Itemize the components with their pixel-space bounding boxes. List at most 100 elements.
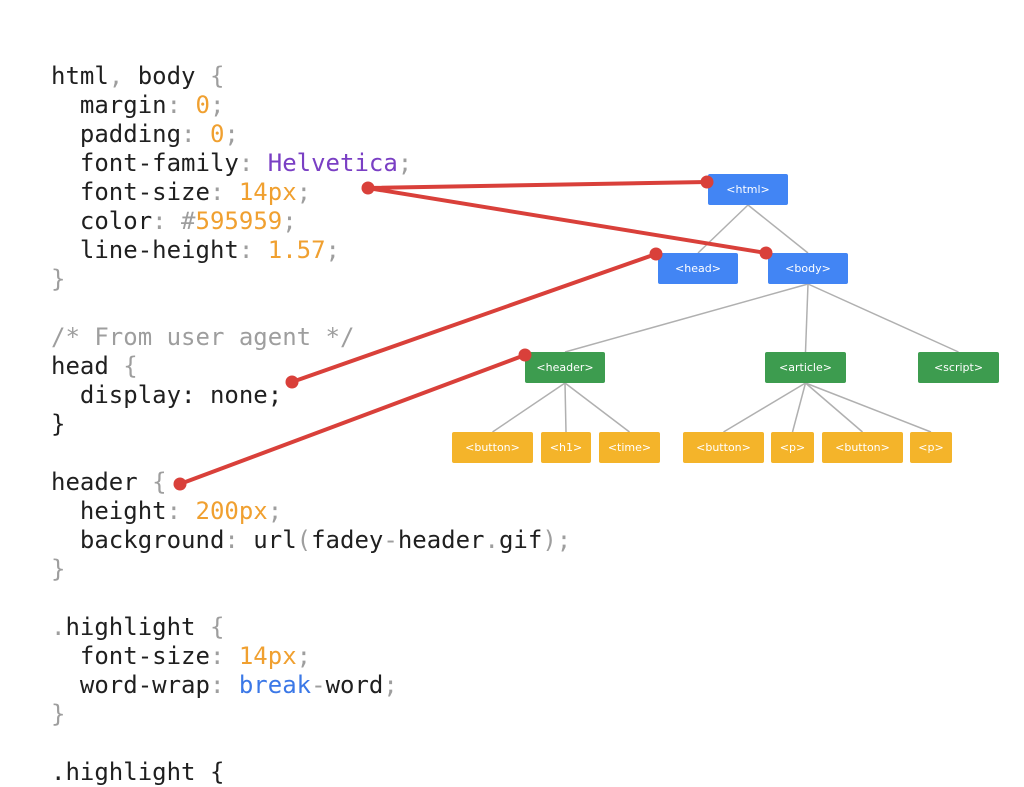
tree-node-box [683,432,764,463]
tree-edge-article-button2 [723,382,806,433]
code-token: break [238,671,312,699]
tree-node-box [765,352,846,383]
code-token: ; [267,497,283,525]
code-line: font-family: Helvetica; [51,149,571,178]
code-token: ; [325,236,340,264]
tree-node-header: <header> [525,352,605,383]
tree-edge-body-header [564,283,809,353]
code-token: { [137,468,167,496]
tree-node-head: <head> [658,253,738,284]
code-token: Helvetica [267,149,398,177]
code-token: : [209,671,239,699]
code-line: font-size: 14px; [51,178,571,207]
code-token: word [325,671,384,699]
code-token: 0 [195,91,210,119]
code-token: ; [209,91,225,119]
selector-link-html [366,180,709,190]
code-token: fadey [311,526,384,554]
code-token: { [108,352,138,380]
code-token: : # [152,207,196,235]
selector-links [173,175,773,491]
code-token: } [51,700,66,728]
code-token: { [195,62,225,90]
code-line: /* From user agent */ [51,323,571,352]
code-token: 14px [238,178,297,206]
code-token: ( [296,526,312,554]
tree-node-button1: <button> [452,432,533,463]
code-token: font-size [51,178,210,206]
code-token: word-wrap [51,671,210,699]
tree-edge-article-button3 [805,382,863,433]
tree-node-button3: <button> [822,432,903,463]
tree-edge-article-p2 [805,382,932,433]
tree-edge-article-p1 [791,382,807,433]
code-token: body [137,62,196,90]
code-token: 0 [209,120,225,148]
code-token: margin [51,91,167,119]
code-token: ; [224,120,239,148]
tree-node-box [768,253,848,284]
tree-node-html: <html> [708,174,788,205]
tree-node-box [541,432,591,463]
code-token: : [238,149,268,177]
code-token: 200px [195,497,268,525]
tree-node-box [708,174,788,205]
code-line: margin: 0; [51,91,571,120]
tree-node-box [452,432,533,463]
tree-node-label: <html> [726,183,770,196]
link-target-dot [700,175,714,189]
code-line: background: url(fadey-header.gif); [51,526,571,555]
code-token: ; [296,642,312,670]
code-token: height [51,497,167,525]
tree-node-box [910,432,952,463]
code-token: gif [498,526,543,554]
tree-node-label: <time> [608,441,651,454]
tree-node-body: <body> [768,253,848,284]
tree-node-label: <body> [785,262,831,275]
code-token: padding [51,120,182,148]
tree-node-time: <time> [599,432,660,463]
tree-node-label: <header> [536,361,593,374]
code-line: word-wrap: break-word; [51,671,571,700]
tree-node-label: <head> [675,262,721,275]
code-token: - [383,526,398,554]
code-token: ; [282,207,297,235]
tree-edge-body-article [804,283,809,353]
code-token: background [51,526,225,554]
code-token: : [166,497,196,525]
code-token: font-size [51,642,210,670]
code-token: header [397,526,485,554]
selector-link-head [290,252,658,384]
code-token: , [108,62,138,90]
link-anchor-dot [361,181,375,195]
code-token: html [51,62,109,90]
tree-node-box [918,352,999,383]
link-target-dot [759,246,773,260]
tree-node-h1: <h1> [541,432,591,463]
code-line: } [51,265,571,294]
tree-node-p1: <p> [771,432,814,463]
tree-node-label: <button> [696,441,751,454]
code-line: head { [51,352,571,381]
code-line: display: none; [51,381,571,410]
tree-node-box [822,432,903,463]
code-token: : [238,236,268,264]
link-anchor-dot [285,375,299,389]
code-token: : [209,178,239,206]
code-line: } [51,700,571,729]
tree-node-script: <script> [918,352,999,383]
tree-node-label: <button> [835,441,890,454]
tree-node-button2: <button> [683,432,764,463]
tree-node-label: <p> [780,441,805,454]
code-token: url [253,526,297,554]
code-token: head [51,352,109,380]
tree-node-article: <article> [765,352,846,383]
tree-node-label: <button> [465,441,520,454]
code-line: header { [51,468,571,497]
code-line: } [51,410,571,439]
code-token: : [181,120,210,148]
code-token: } [51,410,66,438]
code-token: - [311,671,326,699]
code-token: display: none; [51,381,283,409]
code-token: { [195,613,225,641]
